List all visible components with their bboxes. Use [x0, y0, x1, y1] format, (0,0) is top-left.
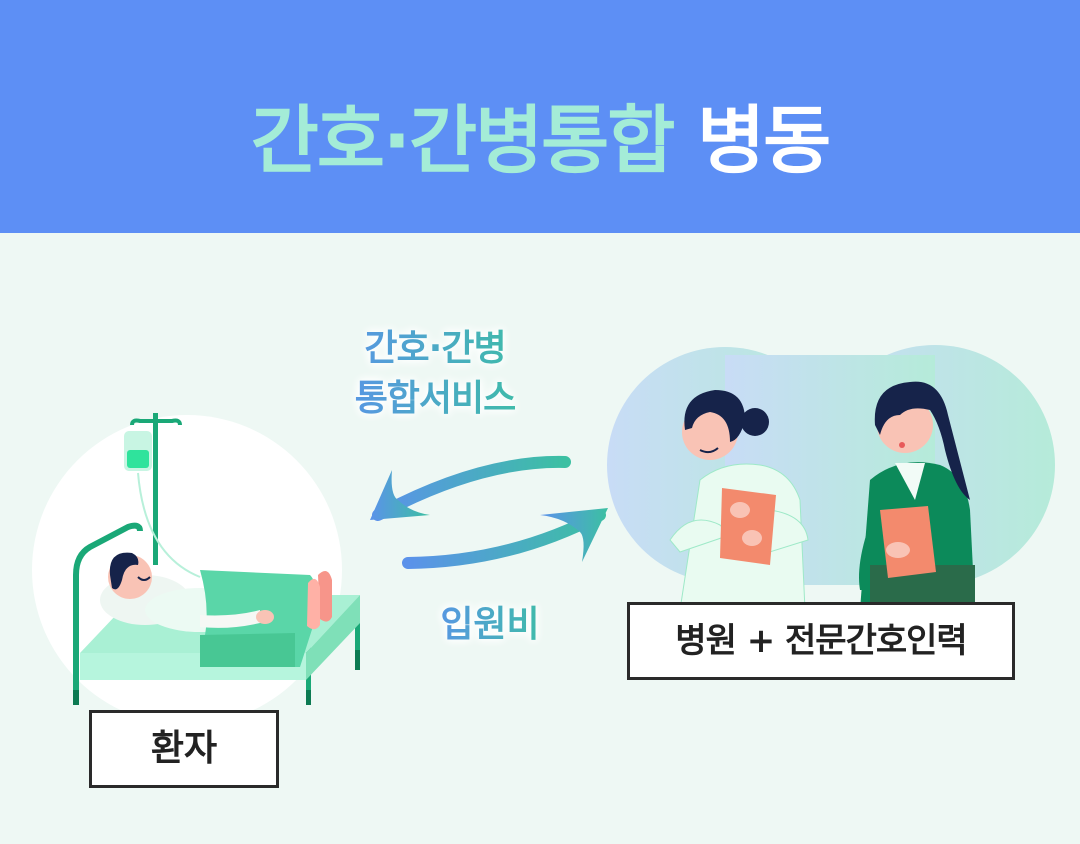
- staff-label: 병원 + 전문간호인력: [675, 621, 967, 661]
- header-banner: 간호·간병통합 병동: [0, 0, 1080, 233]
- curved-arrow-right-icon: [402, 508, 608, 569]
- curved-arrow-left-icon: [370, 455, 571, 521]
- title-part-1: 간호·간병통합: [250, 98, 676, 184]
- patient-label: 환자: [150, 728, 218, 769]
- exchange-arrows: [370, 455, 608, 569]
- fee-label: 입원비: [425, 600, 555, 650]
- title-part-2: 병동: [697, 98, 831, 184]
- service-label: 간호·간병 통합서비스: [330, 324, 540, 424]
- nurses-icon: [669, 381, 975, 610]
- patient-label-box: 환자: [89, 710, 279, 788]
- service-label-line-2: 통합서비스: [354, 378, 516, 419]
- service-label-line-1: 간호·간병: [364, 328, 506, 369]
- staff-label-box: 병원 + 전문간호인력: [627, 602, 1015, 680]
- page-title: 간호·간병통합 병동: [0, 96, 1080, 186]
- patient-in-bed-icon: [73, 413, 360, 705]
